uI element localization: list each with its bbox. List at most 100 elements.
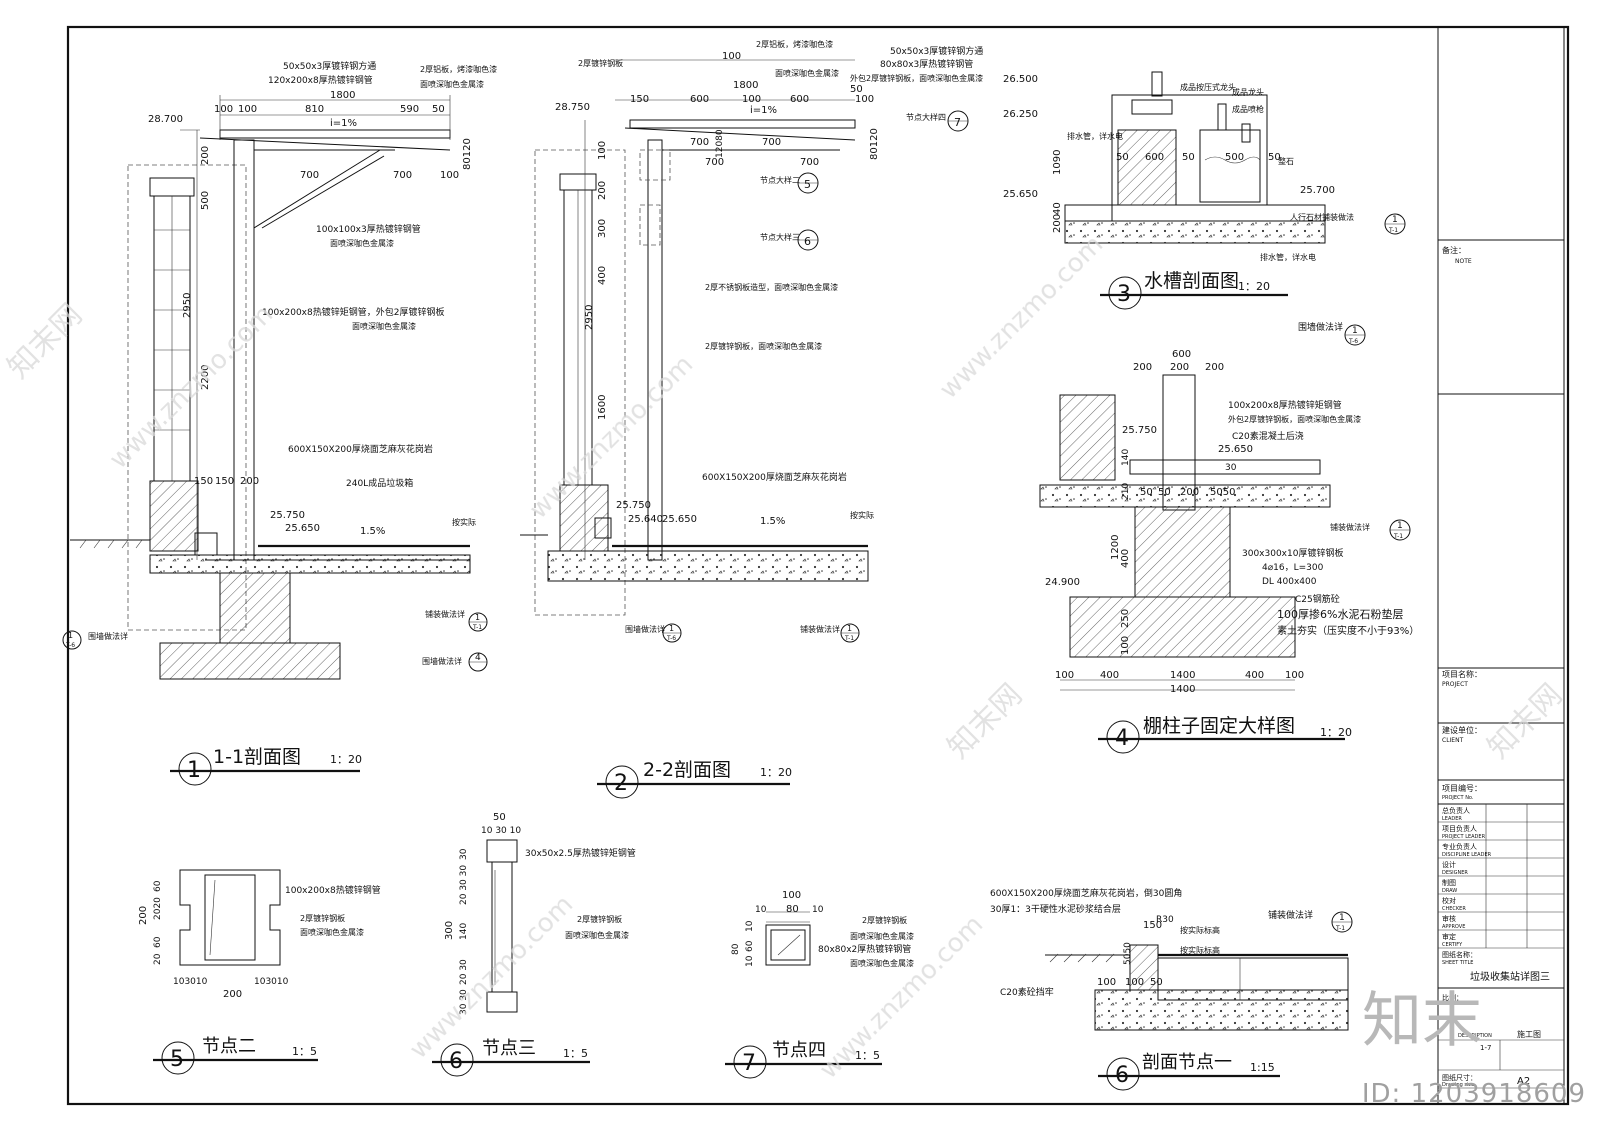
s4-dim-100: 100 xyxy=(1120,636,1131,655)
svg-text:1:15: 1:15 xyxy=(1250,1061,1275,1074)
s2-note-n: 围墙做法详 xyxy=(625,624,665,634)
s7-note-d: 面喷深咖色金属漆 xyxy=(850,958,914,968)
s6-dim-3030: 30 30 xyxy=(459,989,469,1015)
s1-dim-700a: 700 xyxy=(300,170,319,181)
s3-dim-600: 600 xyxy=(1145,152,1164,163)
s3-dim-1090: 1090 xyxy=(1052,150,1063,175)
s2-note-d: 50x50x3厚镀锌钢方通 xyxy=(890,45,983,57)
s2-dim-700c: 700 xyxy=(705,157,724,168)
s2-ref-1-T6: 1T-6 xyxy=(662,623,682,643)
s4-dim-1400: 1400 xyxy=(1170,684,1195,695)
svg-text:T-1: T-1 xyxy=(1393,533,1403,540)
tb-note-en: NOTE xyxy=(1455,258,1472,265)
s2-note-a: 2厚铝板，烤漆咖色漆 xyxy=(756,39,833,49)
s1-dim-100a: 100 xyxy=(214,104,233,115)
s3-note-g: 排水管，详水电 xyxy=(1260,252,1316,262)
section-node-1 xyxy=(1045,944,1349,1031)
s2-note-c: 面喷深咖色金属漆 xyxy=(775,68,839,78)
s6-note-b: 2厚镀锌钢板 xyxy=(577,914,622,924)
s1-note-f: 面喷深咖色金属漆 xyxy=(330,238,394,248)
s2-dim-300: 300 xyxy=(597,219,608,238)
svg-text:DESIGNER: DESIGNER xyxy=(1442,870,1468,876)
s3-note-a: 成品按压式龙头 xyxy=(1180,82,1236,92)
s2-elev-top: 28.750 xyxy=(555,102,590,113)
s1-dim-2950: 2950 xyxy=(182,293,193,318)
s6-dim-2030: 20 30 xyxy=(459,959,469,985)
svg-text:节点三: 节点三 xyxy=(482,1038,536,1059)
s2-dim-600b: 600 xyxy=(790,94,809,105)
s2-note-h: 节点大样二 xyxy=(760,175,800,185)
s8-dim-50: 50 xyxy=(1150,977,1163,988)
tb-client-cn: 建设单位： xyxy=(1442,725,1482,735)
section-1-1 xyxy=(70,95,471,680)
svg-text:1：5: 1：5 xyxy=(292,1045,317,1058)
svg-text:PROJECT LEADER: PROJECT LEADER xyxy=(1442,834,1486,840)
s4-note-j: 100厚掺6%水泥石粉垫层 xyxy=(1277,607,1403,621)
s2-dim-50: 50 xyxy=(850,84,863,95)
svg-text:1: 1 xyxy=(669,624,674,633)
s2-slope: i=1% xyxy=(750,105,777,116)
s4-dim-1200: 1200 xyxy=(1110,535,1121,560)
s2-note-j: 2厚不锈钢板造型，面喷深咖色金属漆 xyxy=(705,282,838,292)
svg-text:总负责人: 总负责人 xyxy=(1442,806,1470,815)
s1-ref-4: 4 xyxy=(468,652,488,672)
svg-text:CERTIFY: CERTIFY xyxy=(1442,942,1463,948)
tb-sheet-title-en: SHEET TITLE xyxy=(1442,960,1473,966)
s1-dim-100b: 100 xyxy=(238,104,257,115)
s3-note-c: 成品喷枪 xyxy=(1232,104,1264,114)
s1-note-b: 120x200x8厚热镀锌钢管 xyxy=(268,74,373,86)
section-2-2 xyxy=(520,59,869,616)
s1-note-h: 面喷深咖色金属漆 xyxy=(352,321,416,331)
s5-note-b: 2厚镀锌钢板 xyxy=(300,913,345,923)
s3-elev-26250: 26.250 xyxy=(1003,109,1038,120)
s7-dim-60h: 60 xyxy=(745,940,755,952)
s1-note-k: 按实际 xyxy=(452,517,476,527)
s4-dim-200c: 200 xyxy=(1205,362,1224,373)
s4-note-c: 外包2厚镀锌钢板，面喷深咖色金属漆 xyxy=(1228,414,1361,424)
view-title-5: 5 节点二 1：5 xyxy=(153,1036,318,1075)
s4-note-h: DL 400x400 xyxy=(1262,577,1317,587)
s2-ref-1-T1: 1T-1 xyxy=(840,623,860,643)
s8-note-d: 按实际标高 xyxy=(1180,925,1220,935)
s7-dim-80h: 80 xyxy=(731,943,741,955)
tb-sheet-title: 垃圾收集站详图三 xyxy=(1470,970,1550,983)
s3-ref-1-T1: 1T-1 xyxy=(1384,213,1406,235)
s6-dim-140: 140 xyxy=(459,923,469,940)
svg-text:DISCIPLINE LEADER: DISCIPLINE LEADER xyxy=(1442,852,1492,858)
s1-dim-700b: 700 xyxy=(393,170,412,181)
svg-text:1: 1 xyxy=(68,631,73,640)
s8-dim-100: 100 xyxy=(1097,977,1116,988)
s7-note-b: 面喷深咖色金属漆 xyxy=(850,931,914,941)
s1-dim-150b: 150 xyxy=(215,476,234,487)
s2-dim-700a: 700 xyxy=(690,137,709,148)
s2-dim-100d: 100 xyxy=(597,141,608,160)
svg-text:校对: 校对 xyxy=(1442,896,1456,905)
svg-text:1：5: 1：5 xyxy=(855,1049,880,1062)
s4-dim-200d: 200 xyxy=(1180,487,1199,498)
s1-grade: 1.5% xyxy=(360,526,385,537)
s2-elev-25750: 25.750 xyxy=(616,500,651,511)
s1-note-d: 面喷深咖色金属漆 xyxy=(420,79,484,89)
s1-dim-200: 200 xyxy=(200,146,211,165)
svg-text:CHECKER: CHECKER xyxy=(1442,906,1466,912)
s2-note-k: 2厚镀锌钢板，面喷深咖色金属漆 xyxy=(705,341,822,351)
s4-dim-30: 30 xyxy=(1225,463,1237,473)
svg-text:T-1: T-1 xyxy=(1388,227,1398,234)
s4-dim-200b: 200 xyxy=(1170,362,1189,373)
s1-note-n: 围墙做法详 xyxy=(422,656,462,666)
s7-note-a: 2厚镀锌钢板 xyxy=(862,915,907,925)
s8-dim-100b: 100 xyxy=(1125,977,1144,988)
svg-text:设计: 设计 xyxy=(1442,860,1456,869)
s2-dim-400: 400 xyxy=(597,266,608,285)
tb-project-cn: 项目名称： xyxy=(1442,669,1482,679)
svg-text:T-6: T-6 xyxy=(65,642,75,649)
watermark-id: ID: 1203918609 xyxy=(1361,1079,1586,1109)
tb-sheet-no: 1-7 xyxy=(1480,1044,1491,1052)
s7-note-c: 80x80x2厚热镀锌钢管 xyxy=(818,943,911,955)
s2-dim-1800: 1800 xyxy=(733,80,758,91)
svg-text:T-6: T-6 xyxy=(1348,338,1358,345)
svg-text:T-1: T-1 xyxy=(1335,925,1345,932)
s4-dim-400: 400 xyxy=(1120,549,1131,568)
s1-elev-top: 28.700 xyxy=(148,114,183,125)
